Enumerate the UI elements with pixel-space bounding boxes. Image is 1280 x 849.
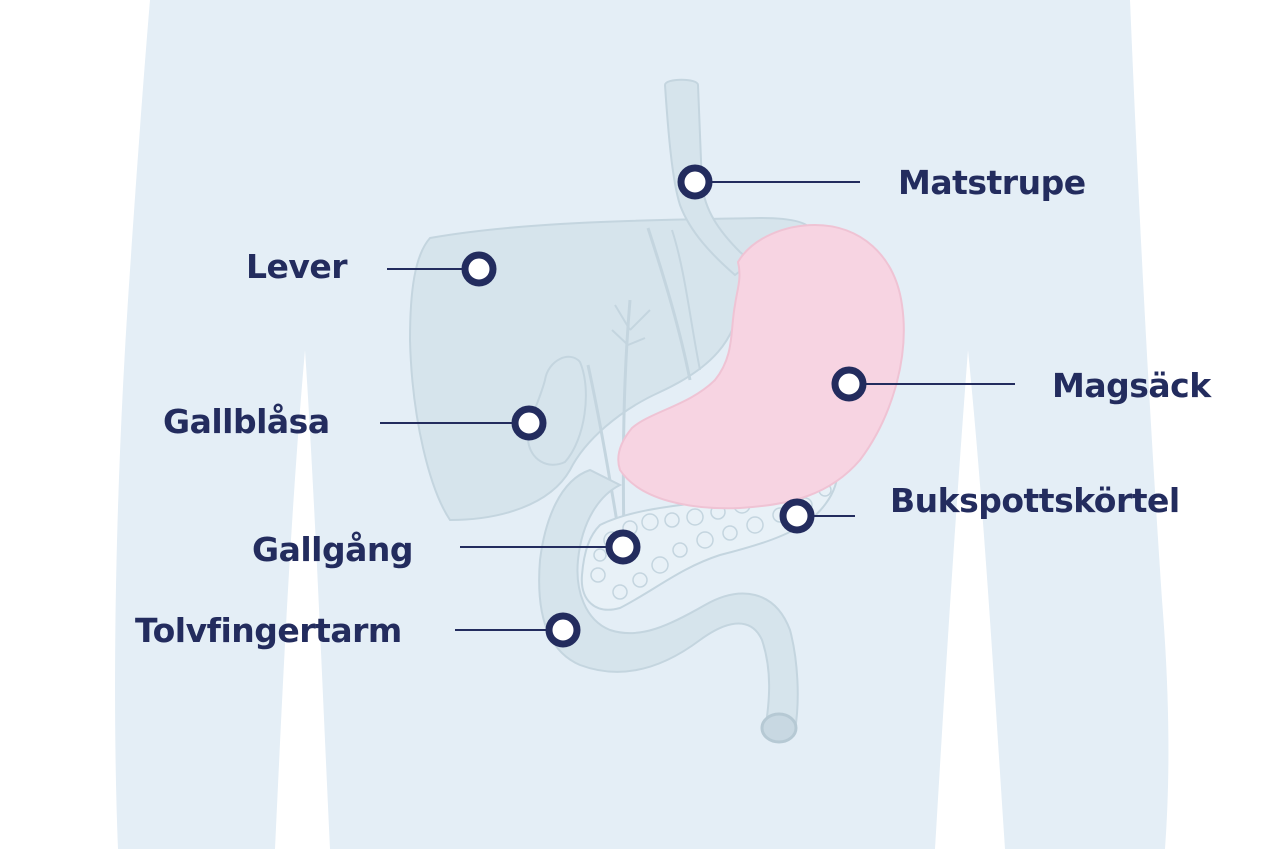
leader-lines	[380, 181, 1015, 631]
liver-ligament	[646, 227, 692, 381]
hepatic-branches	[611, 304, 651, 346]
label-matstrupe: Matstrupe	[898, 163, 1086, 202]
marker-tolv	[545, 612, 581, 648]
label-gallblasa: Gallblåsa	[163, 402, 330, 441]
label-tolvfingertarm: Tolvfingertarm	[135, 611, 402, 650]
stomach-shape	[617, 223, 905, 510]
marker-gallblasa	[511, 405, 547, 441]
esophagus-shape	[663, 78, 754, 277]
label-bukspottskortel: Bukspottskörtel	[890, 481, 1180, 520]
markers	[461, 164, 867, 648]
liver-fold	[671, 229, 701, 371]
marker-bukspott	[779, 498, 815, 534]
marker-matstrupe	[677, 164, 713, 200]
marker-magsack	[831, 366, 867, 402]
label-gallgang: Gallgång	[252, 530, 413, 569]
marker-gallgang	[605, 529, 641, 565]
label-lever: Lever	[246, 247, 348, 286]
hepatic-duct	[621, 299, 632, 541]
label-magsack: Magsäck	[1052, 366, 1211, 405]
marker-lever	[461, 251, 497, 287]
intestine-opening	[760, 712, 798, 744]
